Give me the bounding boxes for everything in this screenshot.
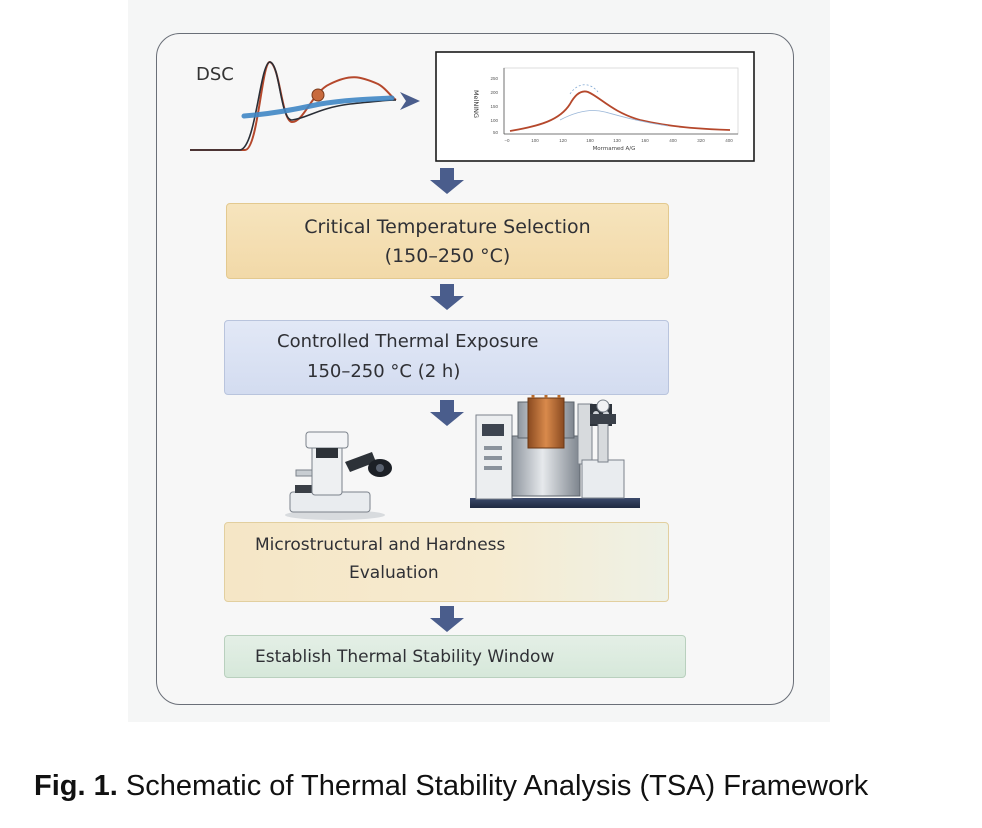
dsc-dark-curve [190,61,397,151]
furnace-icon [470,362,640,508]
inset-x-tick: 320 [697,138,705,143]
down-arrow-2 [430,284,464,310]
inset-y-tick: 100 [490,118,498,123]
figure-caption: Fig. 1. Schematic of Thermal Stability A… [34,770,868,803]
dsc-plot-inset: MelNING 250 200 150 100 50 −0 100 120 18… [435,51,755,162]
step2-title: Controlled Thermal Exposure [277,331,539,352]
down-arrow-4 [430,606,464,632]
inset-upper-band [569,84,599,95]
inset-y-tick: 50 [493,130,499,135]
inset-y-tick: 250 [490,76,498,81]
caption-prefix: Fig. 1. [34,770,118,802]
inset-x-tick: 160 [641,138,649,143]
dsc-curve-icon: DSC [190,60,420,151]
step3-title: Microstructural and Hardness [255,535,506,555]
inset-main-curve [509,90,731,132]
inset-y-tick: 150 [490,104,498,109]
down-arrow-1 [430,168,464,194]
down-arrow-3 [430,400,464,426]
inset-x-tick: 100 [531,138,539,143]
step1-range: (150–250 °C) [384,245,511,267]
step-critical-temperature: Critical Temperature Selection (150–250 … [226,203,669,279]
inset-y-label: MelNING [472,90,480,118]
step1-title: Critical Temperature Selection [304,216,591,238]
inset-x-tick: 180 [586,138,594,143]
dsc-blue-curve [241,95,395,119]
inset-x-tick: 130 [613,138,621,143]
step-stability-window: Establish Thermal Stability Window [224,635,686,678]
inset-lower-band [559,110,669,127]
step3-title-cont: Evaluation [349,563,439,583]
inset-x-tick: 400 [669,138,677,143]
dsc-label: DSC [196,64,234,85]
dsc-pointer-arrow [400,92,420,110]
microscope-icon [285,431,392,520]
step4-title: Establish Thermal Stability Window [255,647,555,667]
inset-y-tick: 200 [490,90,498,95]
step-microstructural-evaluation: Microstructural and Hardness Evaluation [224,522,669,602]
caption-text: Schematic of Thermal Stability Analysis … [117,770,869,802]
inset-x-tick: 400 [725,138,733,143]
inset-x-tick: −0 [504,138,510,143]
hardness-tester-icon [581,399,625,499]
dsc-marker-dot [311,88,325,102]
inset-x-tick: 120 [559,138,567,143]
step-thermal-exposure: Controlled Thermal Exposure 150–250 °C (… [224,320,669,395]
inset-x-label: Mormamed A/G [593,146,636,152]
step2-condition: 150–250 °C (2 h) [307,361,461,382]
